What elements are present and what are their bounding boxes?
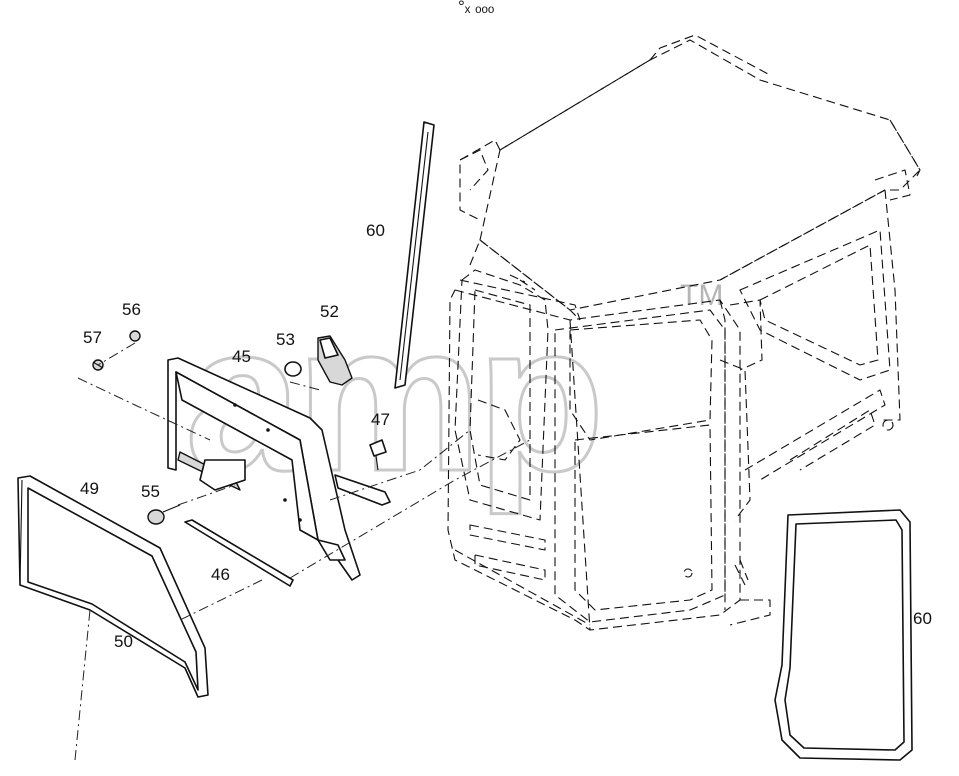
window-seal-49 [17, 475, 209, 698]
knob-55 [147, 504, 181, 525]
watermark-logo: amp TM [184, 279, 724, 517]
callout-50: 50 [114, 632, 133, 651]
callout-55: 55 [141, 482, 160, 501]
callout-45: 45 [232, 347, 251, 366]
cap-53 [284, 361, 302, 377]
callout-57: 57 [83, 328, 102, 347]
callout-47: 47 [371, 410, 390, 429]
fitting-56 [129, 330, 141, 342]
window-seal-60-right [774, 509, 913, 761]
callout-46: 46 [211, 565, 230, 584]
strip-46 [184, 519, 294, 587]
mirror-52 [317, 335, 353, 386]
cab-frame [447, 34, 921, 631]
callouts: 60 56 57 52 53 45 47 49 55 46 50 60 [80, 221, 932, 651]
header-mark: °ₓ ₒₒₒ [458, 0, 494, 16]
callout-60-upper: 60 [366, 221, 385, 240]
callout-60-right: 60 [913, 609, 932, 628]
front-panel-45 [167, 357, 361, 581]
bracket-47 [334, 439, 391, 506]
callout-56: 56 [122, 300, 141, 319]
window-seal-60-upper [394, 121, 435, 389]
callout-52: 52 [320, 302, 339, 321]
watermark-trademark: TM [680, 279, 723, 312]
leader-lines [74, 342, 531, 761]
callout-49: 49 [80, 479, 99, 498]
callout-53: 53 [276, 330, 295, 349]
